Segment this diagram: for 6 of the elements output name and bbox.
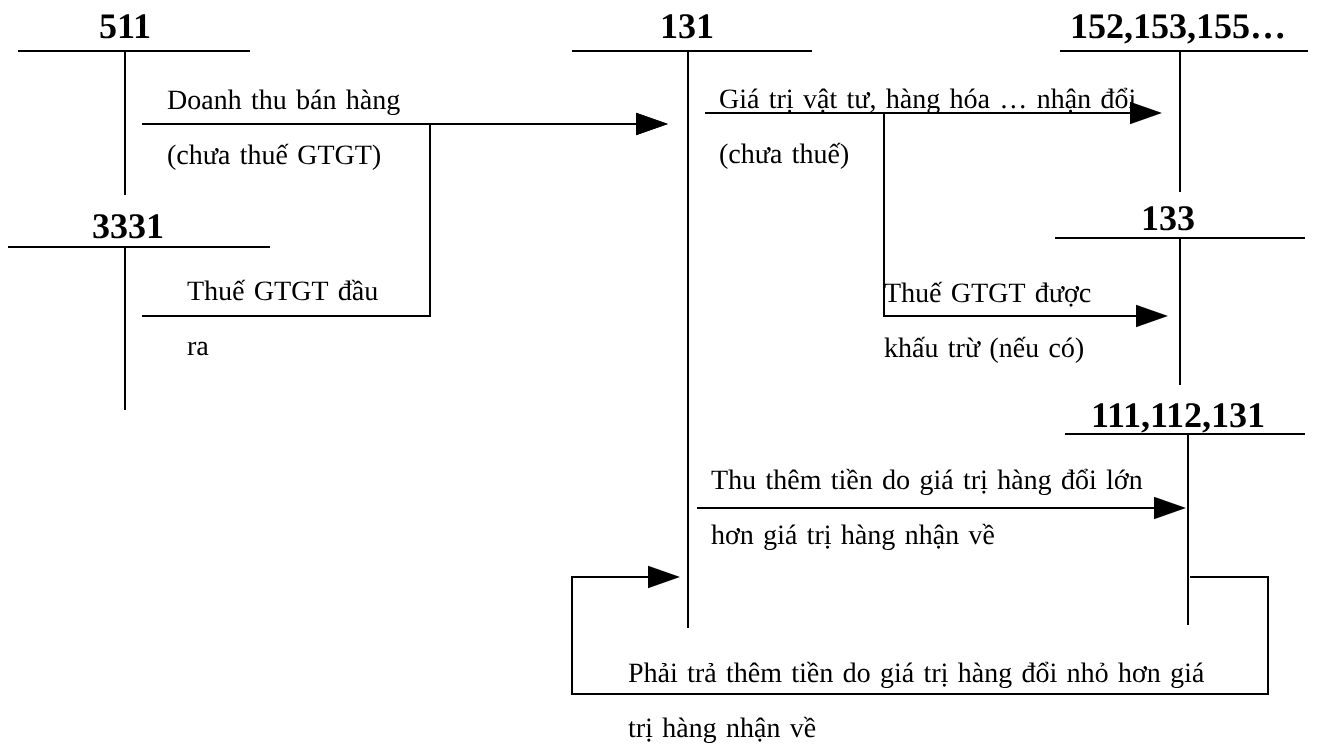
edge-label: Thuế GTGT đầu ra	[187, 279, 378, 356]
edge-label: Phải trả thêm tiền do giá trị hàng đổi nhỏ hơn giá trị hàng nhận về	[628, 661, 1204, 744]
edge-label: Doanh thu bán hàng (chưa thuế GTGT)	[167, 89, 400, 170]
arrow	[571, 565, 1269, 695]
edge-label: Thu thêm tiền do giá trị hàng đổi lớn hơn giá trị hàng nhận về	[711, 468, 1143, 551]
edge-label: Thuế GTGT được khấu trừ (nếu có)	[884, 281, 1091, 363]
